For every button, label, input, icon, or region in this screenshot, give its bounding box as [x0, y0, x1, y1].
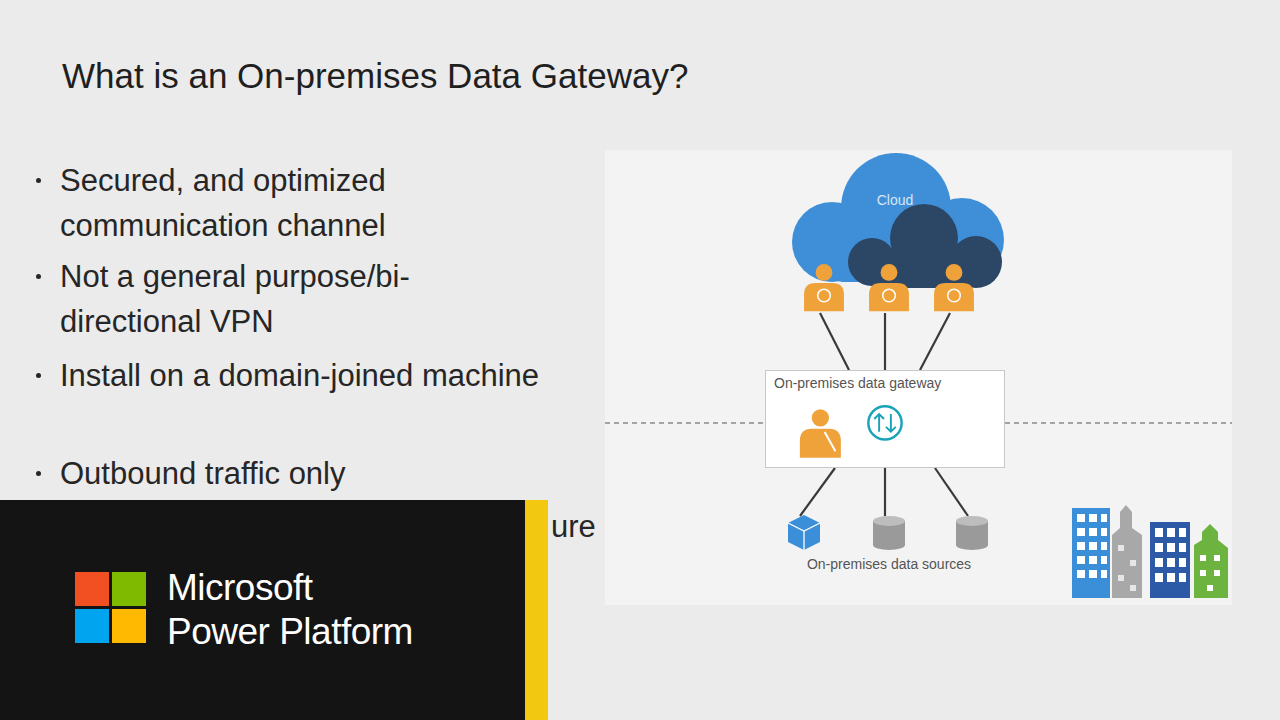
bullet-dot — [36, 373, 41, 378]
connector-line — [935, 468, 968, 516]
connector-line — [884, 313, 886, 370]
gateway-label: On-premises data gateway — [774, 375, 941, 391]
connector-line — [920, 313, 950, 370]
gateway-box: On-premises data gateway — [765, 370, 1005, 468]
data-source-label: On-premises data sources — [770, 556, 1008, 572]
buildings — [1072, 505, 1228, 598]
partial-bullet-text: ure — [551, 508, 596, 546]
microsoft-logo — [75, 572, 146, 643]
image-panel — [605, 150, 1232, 605]
boundary-line — [1005, 422, 1232, 423]
cloud-shape: Cloud — [780, 150, 1010, 315]
node-art — [780, 150, 1010, 315]
brand-panel — [0, 500, 525, 720]
product-name: Power Platform — [167, 610, 413, 654]
slide-title: What is an On-premises Data Gateway? — [62, 56, 688, 96]
brand-name: Microsoft — [167, 566, 313, 610]
connector-line — [800, 468, 835, 516]
brand-stripe — [525, 500, 548, 720]
bullet-text: Outbound traffic only — [60, 451, 540, 496]
bullet-dot — [36, 178, 41, 183]
bullet-text: Secured, and optimized communication cha… — [60, 158, 540, 248]
connector-line — [820, 313, 849, 370]
cloud-label: Cloud — [780, 192, 1010, 208]
bullet-text: Install on a domain-joined machine — [60, 353, 540, 398]
bullet-text: Not a general purpose/bi-directional VPN — [60, 254, 540, 344]
data-source-group: On-premises data sources — [770, 510, 1008, 582]
connector-line — [884, 468, 886, 516]
bullet-dot — [36, 471, 41, 476]
bullet-dot — [36, 274, 41, 279]
boundary-line — [605, 422, 765, 423]
